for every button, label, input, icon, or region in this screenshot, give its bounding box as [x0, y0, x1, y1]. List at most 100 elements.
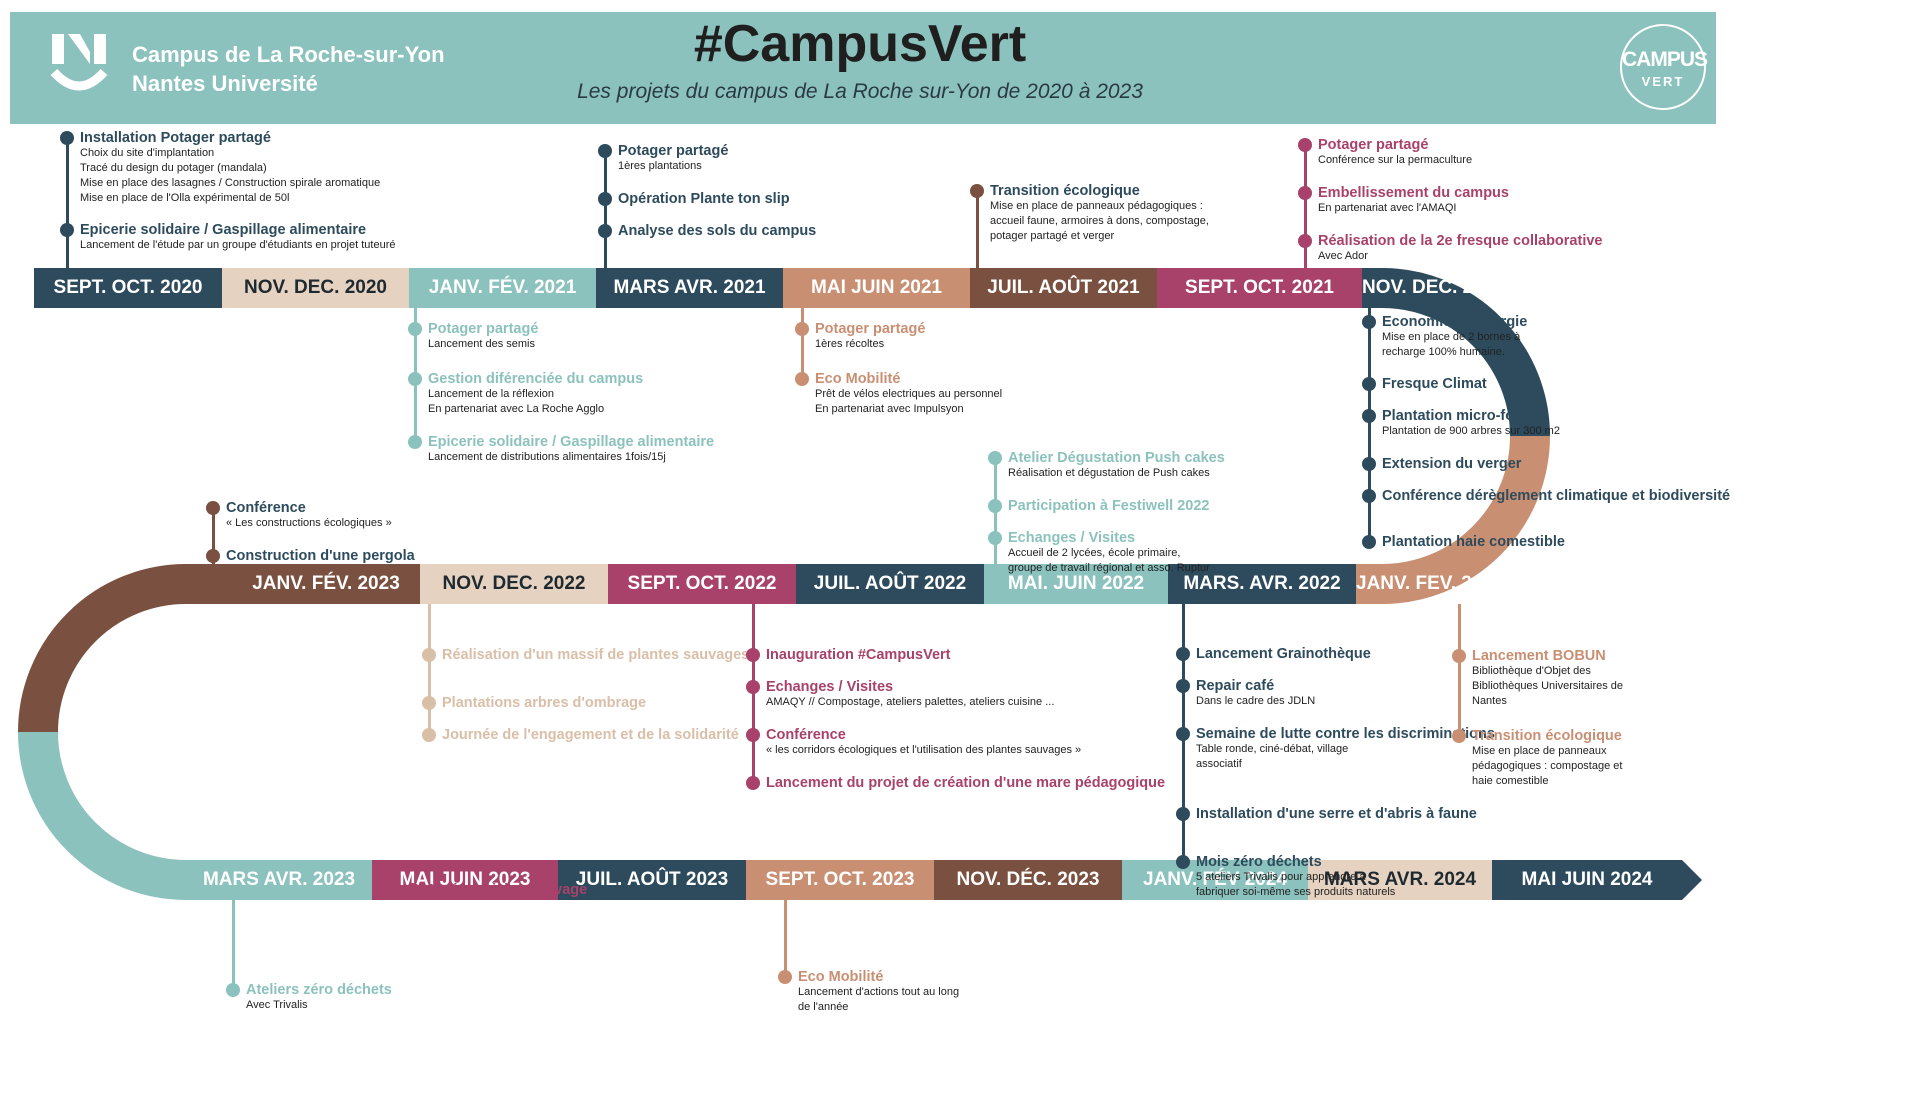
event-details: Lancement des semis [428, 338, 535, 350]
event-marker-dot [1362, 457, 1376, 471]
event-title: Ateliers zéro déchets [246, 982, 392, 998]
event-title: Réalisation de la 2e fresque collaborati… [1318, 233, 1603, 249]
event-item: Réalisation d'un massif de plantes sauva… [442, 647, 882, 663]
event-details: Lancement d'actions tout au long de l'an… [798, 986, 960, 1013]
event-marker-dot [970, 184, 984, 198]
event-marker-dot [746, 728, 760, 742]
event-title: Opération Plante ton slip [618, 191, 790, 207]
page-subtitle: Les projets du campus de La Roche sur-Yo… [577, 80, 1143, 103]
event-connector-line [801, 308, 804, 379]
right-curve-lower [1360, 435, 1550, 604]
event-title: Conférence [766, 727, 846, 743]
right-curve-upper [1362, 268, 1550, 437]
event-marker-dot [746, 680, 760, 694]
event-marker-dot [1176, 679, 1190, 693]
event-title: Lancement BOBUN [1472, 648, 1606, 664]
event-item: Plantation haie comestible [1382, 534, 1822, 550]
event-marker-dot [1452, 649, 1466, 663]
event-title: Lancement Grainothèque [1196, 646, 1371, 662]
event-connector-line [428, 604, 431, 735]
event-connector-line [604, 151, 607, 268]
event-title: Potager partagé [428, 321, 539, 337]
event-title: Extension du verger [1382, 456, 1522, 472]
event-marker-dot [1362, 535, 1376, 549]
event-details: En partenariat avec l'AMAQI [1318, 202, 1457, 214]
event-title: Journée de l'engagement et de la solidar… [442, 727, 739, 743]
event-details: Conférence sur la permaculture [1318, 154, 1473, 166]
timeline-segment-row1-1: NOV. DEC. 2020 [222, 268, 409, 308]
timeline-segment-row3-2: JUIL. AOÛT 2023 [558, 860, 746, 900]
event-title: Gestion diférenciée du campus [428, 371, 644, 387]
timeline-curves [18, 268, 1702, 900]
event-details: « les corridors écologiques et l'utilisa… [766, 744, 1082, 756]
event-title: Transition écologique [1472, 728, 1622, 744]
event-details: Prêt de vélos electriques au personnel E… [815, 388, 1003, 415]
event-marker-dot [746, 776, 760, 790]
timeline-segment-row3-7: MAI JUIN 2024 [1492, 860, 1682, 900]
event-item: Opération Plante ton slip [618, 191, 1058, 207]
timeline-segment-row2-1: NOV. DEC. 2022 [420, 564, 608, 604]
event-title: Epicerie solidaire / Gaspillage alimenta… [428, 434, 715, 450]
event-item: Extension du verger [1382, 456, 1822, 472]
event-marker-dot [598, 224, 612, 238]
event-item: Conférence dérèglement climatique et bio… [1382, 488, 1822, 504]
event-connector-line [1368, 308, 1371, 542]
event-item: Lancement Grainothèque [1196, 646, 1636, 662]
event-marker-dot [206, 501, 220, 515]
event-details: Table ronde, ciné-débat, village associa… [1196, 743, 1349, 770]
event-details: Plantation de 900 arbres sur 300 m2 [1382, 425, 1560, 437]
timeline-segment-row2-6: JANV. FEV. 2022 [1356, 564, 1504, 604]
event-item: Analyse des sols du campus [618, 223, 1058, 239]
event-title: Inauguration #CampusVert [766, 647, 951, 663]
timeline-segment-row1-3: MARS AVR. 2021 [596, 268, 783, 308]
event-marker-dot [1362, 377, 1376, 391]
event-title: Plantation micro-forêt [1382, 408, 1533, 424]
event-marker-dot [406, 883, 420, 897]
event-title: Conférence dérèglement climatique et bio… [1382, 488, 1731, 504]
event-details: 1ères récoltes [815, 338, 885, 350]
timeline-segment-row3-5: JANV. FÉV 2024 [1122, 860, 1308, 900]
event-marker-dot [408, 372, 422, 386]
event-details: Mise en place de panneaux pédagogiques :… [1472, 745, 1623, 787]
event-connector-line [1458, 604, 1461, 736]
timeline-segment-row1-6: SEPT. OCT. 2021 [1157, 268, 1362, 308]
event-title: Atelier cuisine sauvage [426, 882, 588, 898]
event-details: Lancement de la réflexion En partenariat… [428, 388, 605, 415]
event-title: Echanges / Visites [1008, 530, 1136, 546]
event-title: Analyse des sols du campus [618, 223, 817, 239]
header-banner [10, 12, 1716, 124]
event-connector-line [1304, 145, 1307, 268]
university-line-2: Nantes Université [132, 71, 318, 96]
event-marker-dot [1298, 186, 1312, 200]
timeline-segment-row1-5: JUIL. AOÛT 2021 [970, 268, 1157, 308]
event-title: Fresque Climat [1382, 376, 1487, 392]
event-marker-dot [598, 192, 612, 206]
event-marker-dot [988, 451, 1002, 465]
badge-line-1: CAMPUS [1622, 48, 1708, 71]
event-item: Atelier cuisine sauvage [426, 882, 866, 898]
event-marker-dot [422, 648, 436, 662]
event-item: Inauguration #CampusVert [766, 647, 1206, 663]
event-marker-dot [1362, 409, 1376, 423]
event-item: Participation à Festiwell 2022 [1008, 498, 1448, 514]
event-marker-dot [1176, 807, 1190, 821]
page-title: #CampusVert [693, 15, 1027, 73]
event-marker-dot [598, 144, 612, 158]
event-marker-dot [746, 648, 760, 662]
event-title: Plantations arbres d'ombrage [442, 695, 647, 711]
timeline-segment-row3-4: NOV. DÉC. 2023 [934, 860, 1122, 900]
event-marker-dot [988, 531, 1002, 545]
event-item: Construction d'une pergola [226, 548, 666, 564]
event-marker-dot [422, 696, 436, 710]
